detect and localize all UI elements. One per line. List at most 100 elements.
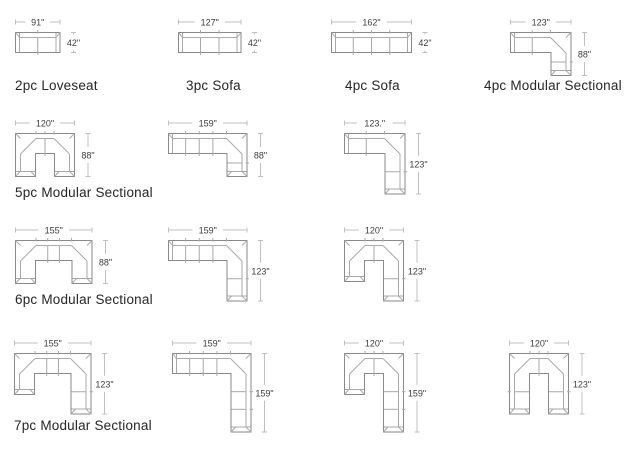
width-dimension: 162" — [331, 18, 412, 28]
depth-dimension: 42" — [248, 32, 261, 53]
depth-dimension-label: 123" — [409, 159, 427, 169]
sofa-plan-5pc-variant-159x88: 159" 88" — [168, 119, 267, 177]
width-dimension-label: 162" — [362, 18, 380, 28]
width-dimension: 120" — [344, 226, 404, 236]
unit-4pc-sofa: 162" 42" 4pc Sofa — [331, 16, 446, 93]
depth-dimension-label: 88" — [254, 151, 267, 161]
unit-name-label: 4pc Modular Sectional — [484, 78, 622, 93]
sofa-outline — [344, 351, 406, 433]
sofa-plan-4pc-sofa: 162" 42" — [331, 18, 432, 55]
unit-6pc-variant-120x123: 120" 123" — [344, 224, 438, 308]
unit-name-label: 7pc Modular Sectional — [14, 418, 152, 433]
width-dimension-label: 91" — [31, 18, 44, 28]
depth-dimension-label: 123" — [95, 379, 113, 389]
width-dimension-label: 120" — [530, 339, 548, 349]
width-dimension-label: 155" — [44, 339, 62, 349]
depth-dimension: 159" — [408, 353, 426, 433]
unit-name-label: 5pc Modular Sectional — [15, 185, 153, 200]
sofa-plan-6pc-variant-159x123: 159" 123" — [168, 226, 270, 302]
sofa-outline — [168, 238, 249, 302]
width-dimension: 159" — [172, 339, 252, 349]
width-dimension: 123" — [510, 18, 572, 28]
sofa-plan-6pc-variant-120x123: 120" 123" — [344, 226, 426, 302]
width-dimension-label: 123" — [532, 18, 550, 28]
sofa-plan-5pc-modular-sectional: 120" 88" — [15, 119, 95, 177]
sofa-outline — [178, 30, 242, 55]
depth-dimension-label: 42" — [67, 38, 80, 48]
depth-dimension: 123" — [95, 353, 114, 415]
unit-7pc-variant-120x123: 120" 123" — [507, 337, 603, 421]
width-dimension: 123." — [344, 119, 406, 129]
width-dimension: 159" — [168, 119, 248, 129]
sofa-outline — [14, 351, 93, 415]
sofa-outline — [507, 351, 571, 415]
unit-name-label: 2pc Loveseat — [15, 78, 98, 93]
unit-6pc-modular-sectional: 155" 88" 6pc Modular Sectional — [15, 224, 153, 307]
depth-dimension-label: 88" — [99, 258, 112, 268]
sofa-outline — [344, 238, 406, 302]
sofa-plan-5pc-variant-123x123: 123." 123" — [344, 119, 428, 195]
unit-7pc-variant-120x159: 120" 159" — [344, 337, 438, 439]
sofa-plan-3pc-sofa: 127" 42" — [178, 18, 261, 55]
depth-dimension: 123" — [573, 353, 591, 415]
depth-dimension-label: 123" — [408, 266, 426, 276]
width-dimension-label: 159" — [199, 226, 217, 236]
depth-dimension-label: 88" — [578, 50, 591, 60]
unit-3pc-sofa: 127" 42" 3pc Sofa — [178, 16, 276, 93]
width-dimension: 155" — [15, 226, 93, 236]
unit-7pc-variant-159x159: 159" 159" — [172, 337, 286, 439]
sofa-plan-7pc-modular-sectional: 155" 123" — [14, 339, 114, 415]
width-dimension-label: 159" — [203, 339, 221, 349]
width-dimension-label: 155" — [45, 226, 63, 236]
width-dimension-label: 127" — [201, 18, 219, 28]
depth-dimension: 123" — [408, 240, 426, 302]
depth-dimension: 88" — [578, 32, 591, 76]
sofa-plan-7pc-variant-120x159: 120" 159" — [344, 339, 426, 433]
sofa-plan-7pc-variant-120x123: 120" 123" — [507, 339, 591, 415]
width-dimension-label: 120" — [365, 339, 383, 349]
sofa-outline — [15, 30, 61, 55]
width-dimension-label: 123." — [364, 119, 385, 129]
sofa-outline — [172, 351, 253, 433]
depth-dimension: 88" — [99, 240, 112, 284]
unit-5pc-variant-159x88: 159" 88" — [168, 117, 282, 183]
depth-dimension-label: 159" — [255, 388, 273, 398]
sofa-plan-4pc-modular-sectional: 123" 88" — [510, 18, 591, 76]
width-dimension: 120" — [344, 339, 404, 349]
width-dimension-label: 120" — [36, 119, 54, 129]
sofa-plan-2pc-loveseat: 91" 42" — [15, 18, 80, 55]
sofa-plan-7pc-variant-159x159: 159" 159" — [172, 339, 274, 433]
depth-dimension-label: 123" — [573, 379, 591, 389]
unit-5pc-modular-sectional: 120" 88" 5pc Modular Sectional — [15, 117, 153, 200]
depth-dimension: 88" — [81, 133, 95, 177]
sofa-outline — [331, 30, 412, 55]
depth-dimension: 159" — [255, 353, 274, 433]
sofa-outline — [344, 131, 407, 195]
sofa-plan-6pc-modular-sectional: 155" 88" — [15, 226, 112, 284]
depth-dimension-label: 159" — [408, 388, 426, 398]
unit-2pc-loveseat: 91" 42" 2pc Loveseat — [15, 16, 98, 93]
unit-5pc-variant-123x123: 123." 123" — [344, 117, 440, 201]
sofa-outline — [15, 131, 75, 177]
unit-7pc-modular-sectional: 155" 123" 7pc Modular Sectional — [14, 337, 152, 433]
width-dimension: 120" — [509, 339, 569, 349]
width-dimension: 127" — [178, 18, 242, 28]
unit-name-label: 3pc Sofa — [186, 78, 241, 93]
width-dimension: 159" — [168, 226, 248, 236]
width-dimension: 155" — [14, 339, 92, 349]
width-dimension: 120" — [15, 119, 75, 129]
unit-name-label: 6pc Modular Sectional — [15, 292, 153, 307]
depth-dimension-label: 88" — [81, 151, 94, 161]
depth-dimension-label: 123" — [251, 266, 269, 276]
depth-dimension: 123" — [409, 133, 428, 195]
unit-6pc-variant-159x123: 159" 123" — [168, 224, 282, 308]
unit-4pc-modular-sectional: 123" 88" 4pc Modular Sectional — [484, 16, 622, 94]
unit-name-label: 4pc Sofa — [345, 78, 400, 93]
depth-dimension: 88" — [254, 133, 267, 177]
width-dimension-label: 120" — [365, 226, 383, 236]
sofa-outline — [15, 238, 93, 284]
depth-dimension-label: 42" — [418, 38, 431, 48]
depth-dimension-label: 42" — [248, 38, 261, 48]
sofa-outline — [168, 131, 249, 177]
